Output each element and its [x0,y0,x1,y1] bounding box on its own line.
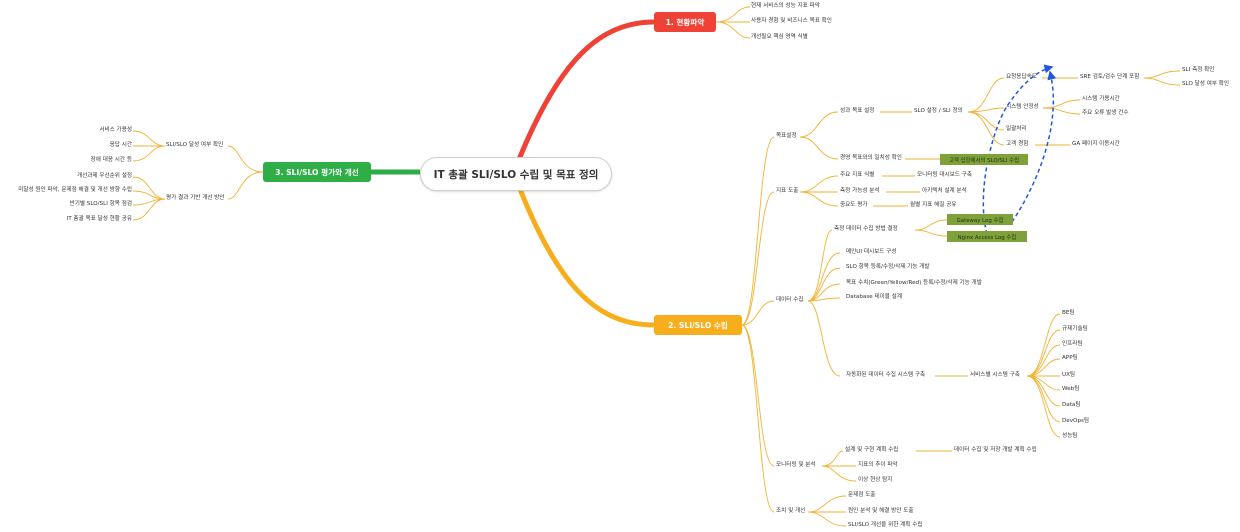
improve-item[interactable]: 원인 분석 및 해결 방안 도출 [848,508,914,514]
sre-node[interactable]: SRE 검토/검수 단계 포함 [1080,74,1140,80]
root-node[interactable]: IT 총괄 SLI/SLO 수립 및 목표 정의 [420,157,612,191]
improve-node[interactable]: 조치 및 개선 [776,508,806,514]
team-item[interactable]: 규제기술팀 [1062,326,1088,332]
branch-1-node[interactable]: 1. 현황파악 [654,12,716,32]
collect-item[interactable]: SLO 항목 등록/수정/삭제 기능 개발 [846,264,930,270]
branch3-plan-item[interactable]: 미달성 원인 파악, 문제점 해결 및 개선 방향 수립 [18,187,132,193]
nginx-tag[interactable]: Nginx Access Log 수집 [947,231,1027,242]
branch-line-1 [517,19,657,160]
ux-node[interactable]: 고객 경험 [1006,141,1029,147]
goal-node[interactable]: 목표설정 [776,133,797,139]
collect-item[interactable]: Database 테이블 설계 [846,294,902,300]
link-arrow-nginx [982,64,1054,235]
slo-check-node[interactable]: SLO 달성 여부 확인 [1182,81,1230,87]
align-node[interactable]: 경영 목표와의 일치성 확인 [840,155,902,161]
derive-prio[interactable]: 중요도 평가 [840,202,868,208]
improve-item[interactable]: 문제점 도출 [848,492,876,498]
link-arrow-gateway [1011,70,1057,223]
team-item[interactable]: BE팀 [1062,310,1075,316]
collect-auto[interactable]: 자동화된 데이터 수집 시스템 구축 [846,372,926,378]
monitor-anomaly[interactable]: 이상 현상 탐지 [858,477,893,483]
collect-item[interactable]: 메인UI 대시보드 구성 [846,249,897,255]
team-item[interactable]: APP팀 [1062,355,1078,361]
branch-3-node[interactable]: 3. SLI/SLO 평가와 개선 [263,162,371,182]
align-tag[interactable]: 고객 입장에서의 SLO/SLI 수립 [940,154,1028,165]
derive-feas2[interactable]: 아키텍처 설계 분석 [922,188,967,194]
monitor-node[interactable]: 모니터링 및 분석 [776,462,816,468]
perf-goal-node[interactable]: 성과 목표 설정 [840,108,875,114]
sli-def-node[interactable]: SLO 설정 / SLI 정의 [914,108,963,114]
team-item[interactable]: Data팀 [1062,402,1081,408]
bulk-node[interactable]: 일괄처리 [1006,126,1027,132]
derive-prio2[interactable]: 월별 지표 해질 공유 [910,202,957,208]
sli-check-node[interactable]: SLI 측정 확인 [1182,67,1215,73]
branch3-check[interactable]: SLI/SLO 달성 여부 확인 [166,142,224,148]
collect-method[interactable]: 측정 데이터 수집 방법 결정 [834,226,898,232]
improve-item[interactable]: SLI/SLO 개선을 위한 계획 수립 [848,522,923,528]
branch1-item[interactable]: 사용자 경험 및 비즈니스 목표 확인 [751,18,832,24]
collect-item[interactable]: 목표 수치(Green/Yellow/Red) 등록/수정/삭제 기능 개발 [846,280,982,286]
branch1-item[interactable]: 현재 서비스의 성능 지표 파악 [751,3,820,9]
stability-node[interactable]: 시스템 안정성 [1006,104,1039,110]
resp-node[interactable]: 요청응답속도 [1006,74,1037,80]
branch3-plan-item[interactable]: IT 총괄 목표 달성 현황 공유 [66,216,132,222]
monitor-trend[interactable]: 지표의 추이 파악 [858,462,898,468]
collect-svc[interactable]: 서비스별 시스템 구축 [970,372,1020,378]
errors-node[interactable]: 주요 오류 발생 건수 [1082,110,1129,116]
collect-node[interactable]: 데이터 수집 [776,297,804,303]
branch1-item[interactable]: 개선필요 핵심 영역 식별 [751,34,808,40]
derive-node[interactable]: 지표 도출 [776,188,799,194]
team-item[interactable]: 인프라팀 [1062,341,1083,347]
branch3-check-item[interactable]: 응답 시간 [109,142,132,148]
gateway-tag[interactable]: Gateway Log 수집 [947,214,1013,225]
branch3-plan[interactable]: 평가 결과 기반 개선 방안 [166,195,225,201]
monitor-plan[interactable]: 설계 및 구현 계획 수립 [845,447,899,453]
monitor-plan2[interactable]: 데이터 수집 및 저장 개발 계획 수립 [954,447,1037,453]
branch3-check-item[interactable]: 장애 대응 시간 등 [90,157,132,163]
branch-2-node[interactable]: 2. SLI/SLO 수립 [654,315,742,335]
derive-key2[interactable]: 모니터링 대시보드 구축 [917,172,973,178]
branch-line-2 [517,186,657,328]
branch3-plan-item[interactable]: 개선과제 우선순위 설정 [76,173,132,179]
team-item[interactable]: DevOps팀 [1062,418,1090,424]
team-item[interactable]: UX팀 [1062,372,1076,378]
branch3-plan-item[interactable]: 반기별 SLO/SLI 항목 점검 [69,201,132,207]
ga-node[interactable]: GA 페이지 이동시간 [1072,141,1120,147]
avail-node[interactable]: 시스템 가용시간 [1082,96,1120,102]
derive-feas[interactable]: 측정 가능성 분석 [840,188,880,194]
team-item[interactable]: Web팀 [1062,386,1080,392]
team-item[interactable]: 성능팀 [1062,433,1078,439]
branch3-check-item[interactable]: 서비스 가용성 [99,127,132,133]
derive-key[interactable]: 주요 지표 식별 [840,172,875,178]
